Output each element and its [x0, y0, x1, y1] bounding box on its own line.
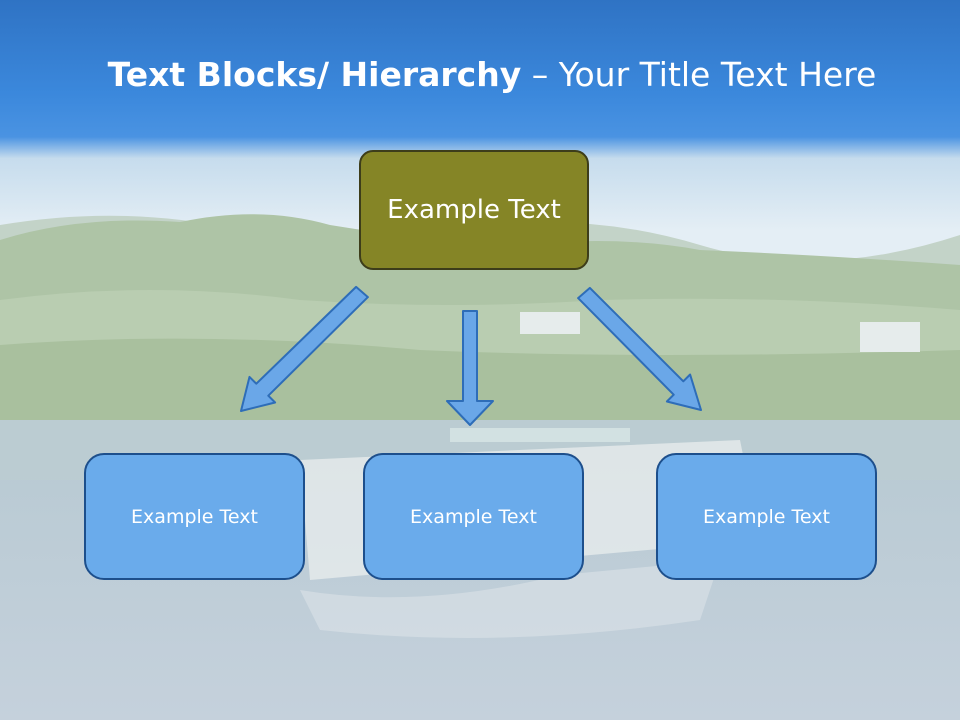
child-node-left: Example Text: [84, 453, 305, 580]
arrow-right: [577, 286, 702, 411]
title-dash: –: [521, 55, 559, 94]
title-regular-part: Your Title Text Here: [558, 55, 877, 94]
arrow-left: [240, 285, 369, 412]
slide-title: Text Blocks/ Hierarchy – Your Title Text…: [0, 52, 960, 98]
top-node: Example Text: [359, 150, 589, 270]
title-bold-part: Text Blocks/ Hierarchy: [107, 55, 522, 94]
child-node-center: Example Text: [363, 453, 584, 580]
top-node-label: Example Text: [387, 195, 561, 225]
child-node-label: Example Text: [131, 505, 258, 528]
child-node-right: Example Text: [656, 453, 877, 580]
arrow-center: [446, 310, 494, 426]
child-node-label: Example Text: [410, 505, 537, 528]
child-node-label: Example Text: [703, 505, 830, 528]
